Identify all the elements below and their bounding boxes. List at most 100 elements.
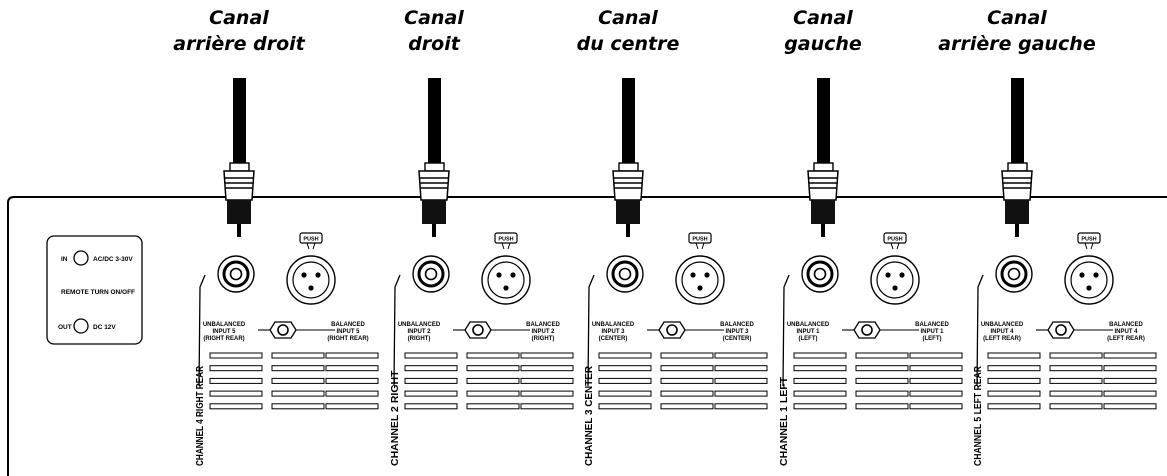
unbalanced-label: UNBALANCED [592,322,635,328]
rca-jack-center [618,267,632,281]
xlr-jack: PUSH [286,232,336,305]
unbalanced-label: (LEFT) [799,336,818,342]
switch-knob [472,324,484,336]
chassis-outline [7,196,1167,476]
vent-slot [793,352,847,359]
xlr-pin [690,272,696,278]
xlr-inner [876,261,914,299]
push-tab-leg [890,242,894,250]
vent-slot [660,365,714,372]
plug-tip [237,224,241,237]
push-tab-leg [896,242,900,250]
rca-jack [801,255,839,293]
plug-housing [807,170,839,201]
switch-knob [1055,324,1067,336]
channel-title-line2: gauche [784,33,862,55]
channel-title-line1: Canal [793,7,853,29]
rca-jack-center [813,267,827,281]
unbalanced-label: (RIGHT) [408,336,431,342]
remote-in-label: IN [61,256,68,263]
channel-title-line1: Canal [987,7,1047,29]
channel-title-line2: droit [408,33,461,55]
balanced-label: (LEFT) [923,336,942,342]
vent-slot [598,365,652,372]
vent-slot [909,390,963,397]
vent-slot [855,377,909,384]
xlr-inner [1070,261,1108,299]
switch-knob [861,324,873,336]
xlr-pin [301,272,307,278]
vent-grille [209,352,379,410]
channel-bracket [198,274,206,387]
rca-jack-center [424,267,438,281]
channel-vertical-label: CHANNEL 5 LEFT REAR [972,366,984,466]
rca-cable-plug [1001,78,1033,237]
balanced-label: (RIGHT REAR) [327,336,368,342]
vent-slot [793,390,847,397]
vent-slot [209,365,263,372]
vent-slot [793,403,847,410]
channel-title-line2: arrière gauche [938,33,1096,55]
plug-collar [811,200,835,224]
vent-slot [466,390,520,397]
vent-slot [714,365,768,372]
vent-slot [209,352,263,359]
unbalanced-label: UNBALANCED [398,322,441,328]
balanced-label: BALANCED [331,322,365,328]
channel-vertical-label: CHANNEL 2 RIGHT [389,370,401,466]
unbalanced-label: (RIGHT REAR) [203,336,244,342]
vent-slot [660,377,714,384]
vent-slot [987,365,1041,372]
remote-out-spec: DC 12V [93,324,116,331]
vent-slot [520,352,574,359]
cable [817,78,830,168]
vent-slot [598,352,652,359]
unbalanced-label: UNBALANCED [787,322,830,328]
vent-slot [660,390,714,397]
vent-slot [1103,403,1157,410]
vent-slot [404,377,458,384]
balanced-label: BALANCED [526,322,560,328]
xlr-pin [704,272,710,278]
cable [622,78,635,168]
unbalanced-label: (CENTER) [599,336,628,342]
vent-slot [855,390,909,397]
xlr-pin [892,285,898,291]
push-tab [688,232,712,244]
channel-title-line1: Canal [404,7,464,29]
plug-tip [626,224,630,237]
plug-neck [424,162,445,172]
xlr-pin [1086,285,1092,291]
unbalanced-label: INPUT 4 [990,329,1014,335]
vent-slot [855,352,909,359]
vent-slot [855,365,909,372]
remote-in-terminal [73,250,89,266]
vent-slot [466,403,520,410]
vent-slot [793,365,847,372]
plug-collar [227,200,251,224]
switch-knob [277,324,289,336]
vent-slot [325,390,379,397]
channel-bracket [976,274,984,387]
rca-jack [412,255,450,293]
vent-slot [271,390,325,397]
vent-slot [520,403,574,410]
xlr-inner [292,261,330,299]
push-label: PUSH [303,237,318,243]
vent-slot [271,365,325,372]
push-tab-leg [1084,242,1088,250]
xlr-pin [510,272,516,278]
channel-bracket [393,274,401,387]
plug-collar [1005,200,1029,224]
xlr-jack: PUSH [675,232,725,305]
push-tab [494,232,518,244]
balanced-label: INPUT 5 [336,329,360,335]
plug-housing [418,170,450,201]
xlr-pin [885,272,891,278]
balanced-label: (LEFT REAR) [1107,336,1145,342]
cable [1011,78,1024,168]
vent-slot [793,377,847,384]
